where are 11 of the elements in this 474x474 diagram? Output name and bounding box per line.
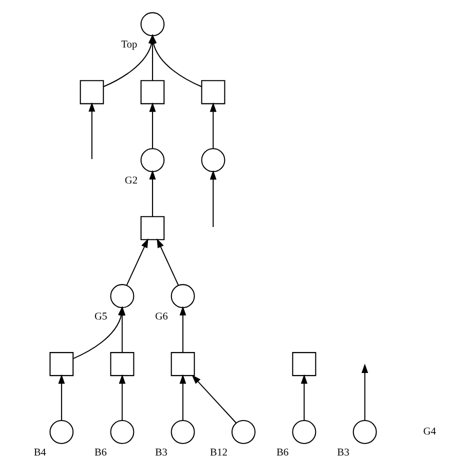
node-label: Top (120, 40, 137, 51)
node-label: B3 (336, 448, 349, 459)
node-label: B6 (276, 448, 288, 459)
node-label: B3 (154, 448, 167, 459)
node-label: G6 (154, 312, 168, 323)
label: G4 (422, 426, 436, 438)
node-label: B6 (94, 448, 106, 459)
node-label: B4 (33, 448, 46, 459)
node-label: G2 (124, 176, 138, 187)
node-label: B12 (210, 448, 227, 459)
node-label: G5 (94, 312, 107, 323)
